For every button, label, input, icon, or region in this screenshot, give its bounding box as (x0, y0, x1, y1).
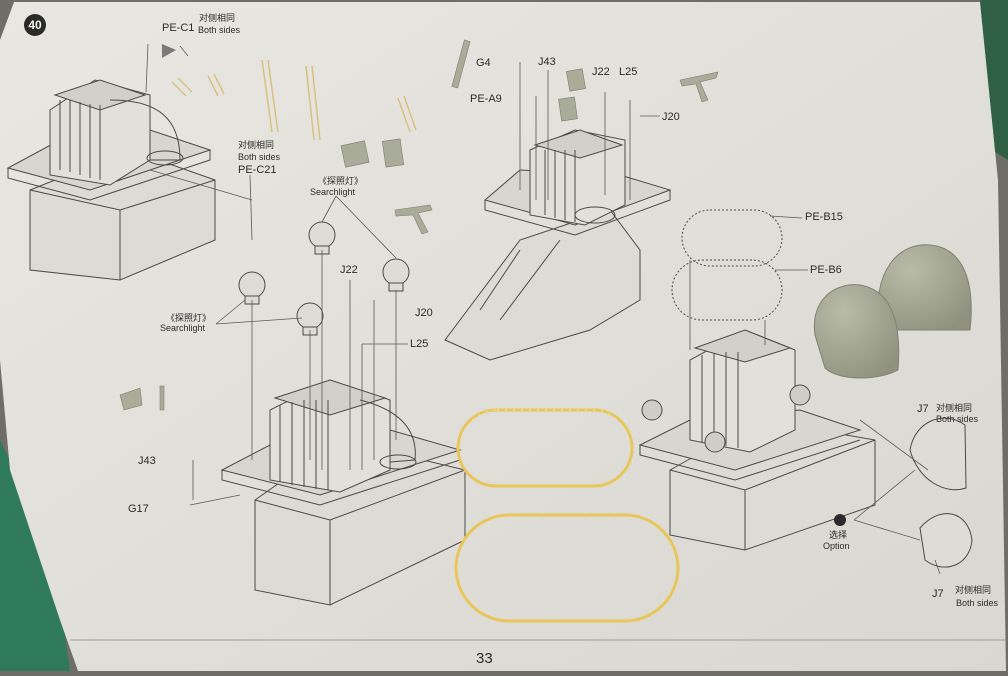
label-searchlight: Searchlight (310, 187, 356, 197)
label-both-sides-cn: 对侧相同 (199, 13, 236, 23)
label-option-cn: 选择 (829, 530, 848, 540)
label-j7: J7 (917, 403, 929, 415)
label-g4: G4 (476, 57, 491, 69)
label-j43: J43 (538, 56, 556, 68)
label-j7: J7 (932, 588, 944, 600)
option-number-badge (834, 514, 846, 526)
label-both-sides: Both sides (238, 152, 281, 162)
label-both-sides-cn: 对侧相同 (955, 585, 992, 595)
label-both-sides: Both sides (956, 598, 999, 608)
label-j43: J43 (138, 455, 156, 467)
drawn-dome-j7-bottom (919, 513, 973, 568)
brass-railing-lower (454, 513, 680, 623)
arrow-icon (162, 44, 176, 58)
brass-railing-upper-stanchions (461, 409, 629, 481)
label-pe-c1: PE-C1 (162, 22, 195, 34)
step-number-badge: 40 (24, 14, 46, 36)
label-l25: L25 (619, 66, 638, 78)
label-option: Option (823, 541, 850, 551)
bridge-assembly-right (638, 329, 876, 551)
label-l25: L25 (410, 338, 429, 350)
label-both-sides: Both sides (936, 414, 979, 424)
label-g17: G17 (128, 503, 149, 515)
label-pe-a9: PE-A9 (470, 93, 502, 105)
leader-lines (145, 43, 941, 575)
bridge-assembly-top-center (444, 129, 672, 361)
drawn-railing-pe-b6 (671, 259, 783, 321)
label-both-sides-cn: 对侧相同 (936, 403, 973, 413)
drawn-searchlights (238, 221, 410, 336)
label-both-sides-cn: 对侧相同 (238, 140, 275, 150)
label-j20: J20 (662, 111, 680, 123)
cutting-mat-corner (980, 0, 1008, 160)
drawn-dome-j7-top (909, 417, 967, 491)
label-searchlight-cn: 《探照灯》 (318, 176, 364, 186)
page-number: 33 (476, 650, 493, 667)
label-pe-b15: PE-B15 (805, 211, 843, 223)
bridge-assembly-top-left (6, 79, 216, 281)
loose-plastic-parts (119, 39, 719, 411)
label-both-sides: Both sides (198, 25, 241, 35)
label-j22: J22 (592, 66, 610, 78)
label-j20: J20 (415, 307, 433, 319)
label-searchlight: Searchlight (160, 323, 206, 333)
label-searchlight-cn: 《探照灯》 (166, 313, 212, 323)
brass-ladders (171, 59, 417, 141)
label-pe-c21: PE-C21 (238, 164, 277, 176)
drawn-railing-pe-b15 (681, 209, 783, 267)
label-j22: J22 (340, 264, 358, 276)
loose-dome-parts (813, 244, 972, 379)
bridge-assembly-bottom-left (220, 379, 466, 606)
cutting-mat (0, 440, 70, 671)
label-pe-b6: PE-B6 (810, 264, 842, 276)
